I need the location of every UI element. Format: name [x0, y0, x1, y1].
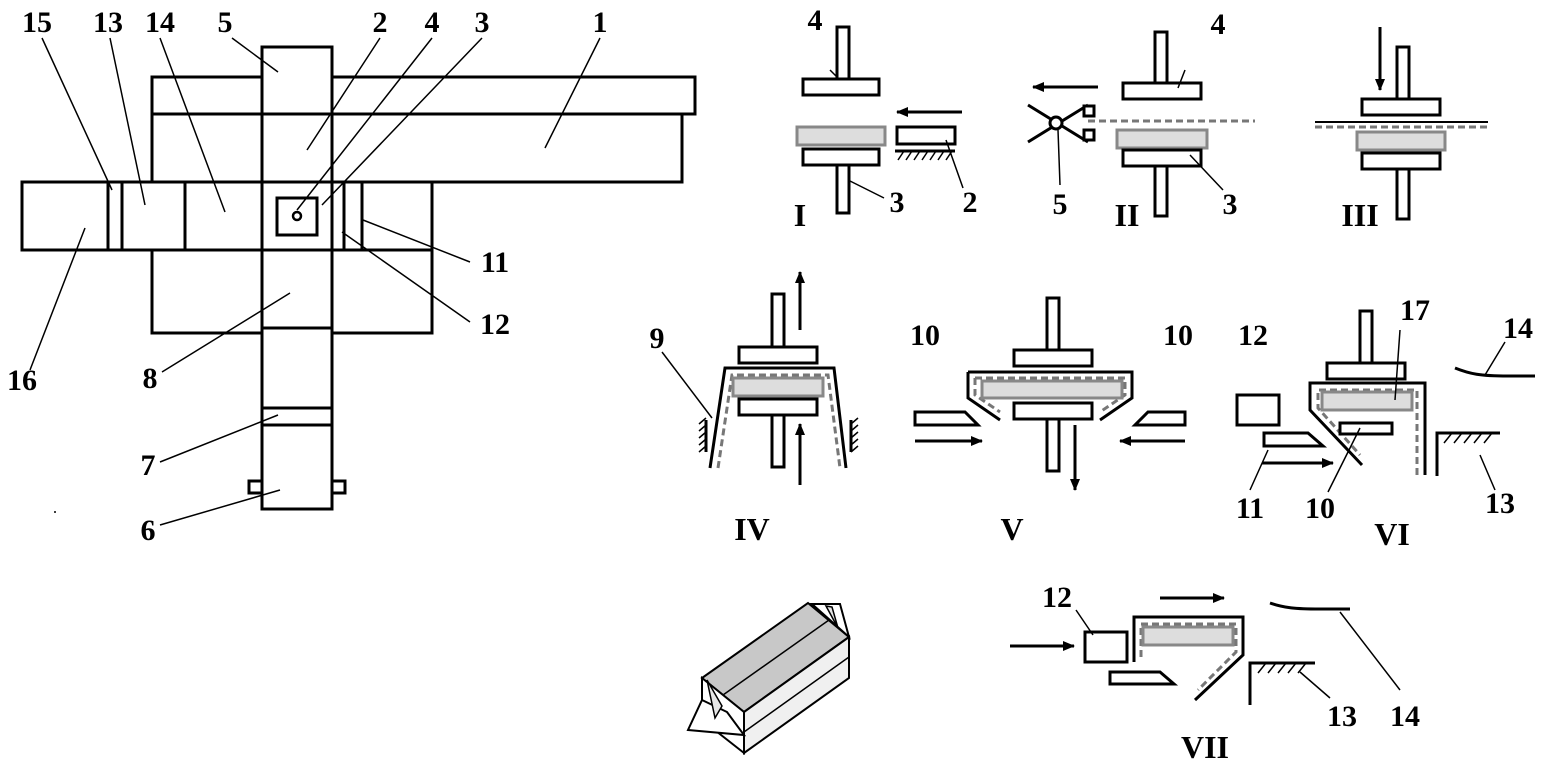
- s5-label-10-left: 10: [910, 319, 940, 352]
- s7-label-13: 13: [1327, 700, 1357, 733]
- gripper-icon: [1027, 103, 1096, 144]
- s6-label-14: 14: [1503, 312, 1533, 345]
- label-8: 8: [143, 362, 158, 395]
- hatch-icon: [1257, 662, 1307, 674]
- label-6: 6: [141, 514, 156, 547]
- stage-label-3: III: [1341, 197, 1378, 233]
- wrapper-guide-14: [1269, 601, 1350, 611]
- folder-10: [1108, 670, 1179, 686]
- s6-label-10: 10: [1305, 492, 1335, 525]
- stage-4: 9 IV: [650, 271, 859, 547]
- stage-3: III: [1315, 27, 1488, 233]
- label-15: 15: [22, 6, 52, 39]
- s2-label-4: 4: [1211, 8, 1226, 41]
- label-1: 1: [593, 6, 608, 39]
- folder-left: [913, 410, 982, 427]
- stage-label-6: VI: [1374, 516, 1410, 552]
- label-7: 7: [141, 449, 156, 482]
- s5-label-10-right: 10: [1163, 319, 1193, 352]
- stage-1: 4 3 2 I: [794, 4, 978, 233]
- label-4: 4: [425, 6, 440, 39]
- s1-label-4: 4: [808, 4, 823, 37]
- package-icon: [686, 601, 851, 756]
- wrapper-guide-14: [1454, 366, 1535, 378]
- s1-label-2: 2: [963, 186, 978, 219]
- s7-label-12: 12: [1042, 581, 1072, 614]
- hatch-icon: [1443, 432, 1493, 444]
- stage-5: 10 10 V: [910, 296, 1193, 547]
- s2-label-3: 3: [1223, 188, 1238, 221]
- s1-label-3: 3: [890, 186, 905, 219]
- folder-right: [1131, 410, 1187, 427]
- label-16: 16: [7, 364, 37, 397]
- s6-label-12: 12: [1238, 319, 1268, 352]
- vertical-track: [260, 45, 334, 511]
- stage-6: 12 17 14 11 10 13 VI: [1235, 294, 1535, 552]
- stage-2: 4 5 3 II: [1027, 8, 1255, 233]
- hatch-icon: [698, 417, 707, 453]
- stage-label-1: I: [794, 197, 806, 233]
- s6-label-13: 13: [1485, 487, 1515, 520]
- label-13: 13: [93, 6, 123, 39]
- stage-label-7: VII: [1181, 729, 1229, 765]
- label-11: 11: [481, 246, 509, 279]
- pusher-12: [1083, 630, 1129, 664]
- label-5: 5: [218, 6, 233, 39]
- label-14: 14: [145, 6, 175, 39]
- s7-label-14: 14: [1390, 700, 1420, 733]
- label-3: 3: [475, 6, 490, 39]
- stage-7: 12 13 14 VII: [1010, 581, 1420, 765]
- s6-label-11: 11: [1236, 492, 1264, 525]
- stage-label-2: II: [1115, 197, 1140, 233]
- label-12: 12: [480, 308, 510, 341]
- conveyor-1: [150, 114, 684, 184]
- stage-label-5: V: [1000, 511, 1023, 547]
- plan-view: 1 2 3 4 5 6 7 8 11 12 13 14 15 16: [7, 6, 697, 547]
- hatch-icon: [850, 417, 859, 453]
- plunger-head: [275, 196, 319, 237]
- s6-label-17: 17: [1400, 294, 1430, 327]
- folder-11: [1262, 431, 1328, 448]
- s2-label-5: 5: [1053, 188, 1068, 221]
- stage-label-4: IV: [734, 511, 770, 547]
- conveyor-1-top: [150, 75, 697, 116]
- pusher-12: [1235, 393, 1281, 427]
- label-2: 2: [373, 6, 388, 39]
- s4-label-9: 9: [650, 322, 665, 355]
